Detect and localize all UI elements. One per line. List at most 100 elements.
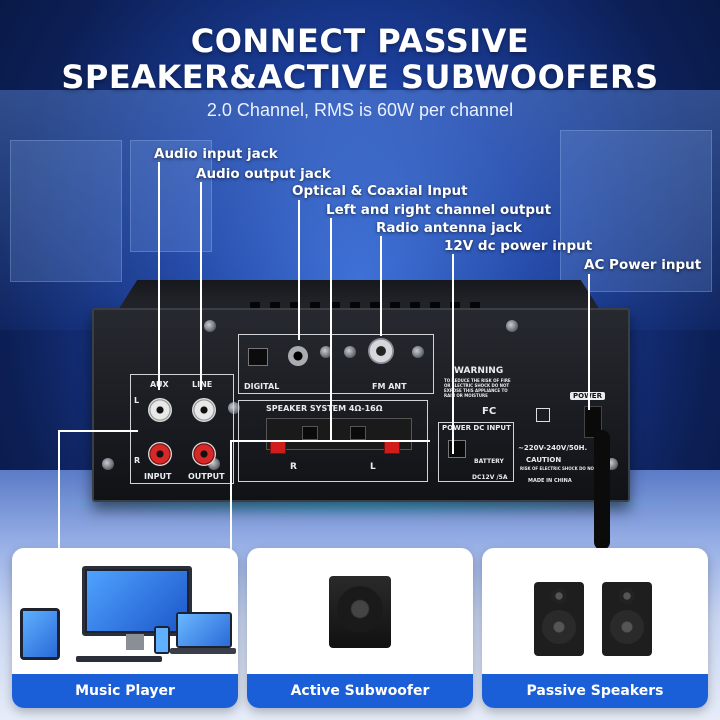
laptop-icon xyxy=(176,612,232,648)
callout-line xyxy=(158,162,160,390)
vent-slot xyxy=(270,302,280,308)
ac-rating-label: ~220V-240V/50H. xyxy=(518,444,588,452)
callout-line xyxy=(452,254,454,454)
line-label: LINE xyxy=(192,380,213,389)
screw-icon xyxy=(320,346,332,358)
warning-title: WARNING xyxy=(454,366,504,376)
vent-slot xyxy=(310,302,320,308)
window-pane xyxy=(130,140,212,252)
input-right-jack[interactable] xyxy=(148,442,172,466)
speaker-l-label: L xyxy=(370,462,376,472)
speaker-terminal-block xyxy=(266,418,412,450)
rca-panel xyxy=(130,374,234,484)
fm-ant-label: FM ANT xyxy=(372,382,407,391)
right-negative-terminal[interactable] xyxy=(302,426,318,440)
input-label: INPUT xyxy=(144,472,172,481)
made-in-label: MADE IN CHINA xyxy=(528,478,572,484)
card-label-music-player: Music Player xyxy=(12,674,238,708)
right-speaker-icon xyxy=(602,582,652,656)
dc-rating-label: DC12V /5A xyxy=(472,474,508,481)
digital-label: DIGITAL xyxy=(244,382,280,391)
callout-line xyxy=(588,274,590,410)
vent-slot xyxy=(330,302,340,308)
monitor-stand xyxy=(126,634,144,650)
callout-ac-power: AC Power input xyxy=(584,257,702,273)
power-dc-input-label: POWER DC INPUT xyxy=(442,424,511,432)
vent-slot xyxy=(350,302,360,308)
line-left-jack[interactable] xyxy=(192,398,216,422)
window-pane xyxy=(560,130,712,292)
fc-mark: FC xyxy=(482,406,497,417)
power-cable xyxy=(594,430,610,550)
vent-slot xyxy=(390,302,400,308)
speaker-system-label: SPEAKER SYSTEM 4Ω-16Ω xyxy=(266,404,383,413)
vent-slot xyxy=(290,302,300,308)
tablet-icon xyxy=(20,608,60,660)
card-label-active-subwoofer: Active Subwoofer xyxy=(247,674,473,708)
phone-icon xyxy=(154,626,170,654)
callout-dc-power: 12V dc power input xyxy=(444,238,593,254)
vent-slot xyxy=(370,302,380,308)
callout-lr-output: Left and right channel output xyxy=(326,202,552,218)
connector-line xyxy=(230,440,232,550)
callout-line xyxy=(380,236,382,336)
caution-text: RISK OF ELECTRIC SHOCK DO NOT OPEN xyxy=(520,466,611,471)
left-speaker-icon xyxy=(534,582,584,656)
callout-line xyxy=(330,218,332,440)
amplifier-rear-panel: AUX LINE L R INPUT OUTPUT DIGITAL FM ANT… xyxy=(92,308,630,502)
coaxial-input-port[interactable] xyxy=(288,346,308,366)
laptop-base xyxy=(170,648,236,654)
screw-icon xyxy=(344,346,356,358)
vent-slot xyxy=(430,302,440,308)
speaker-r-label: R xyxy=(290,462,297,472)
screw-icon xyxy=(412,346,424,358)
screw-icon xyxy=(506,320,518,332)
battery-label: BATTERY xyxy=(474,458,504,465)
right-positive-terminal[interactable] xyxy=(270,440,286,454)
card-active-subwoofer[interactable]: Active Subwoofer xyxy=(247,548,473,708)
left-negative-terminal[interactable] xyxy=(350,426,366,440)
left-positive-terminal[interactable] xyxy=(384,440,400,454)
connector-line xyxy=(58,430,60,570)
callout-audio-input: Audio input jack xyxy=(154,146,278,162)
screw-icon xyxy=(204,320,216,332)
keyboard-icon xyxy=(76,656,162,662)
callout-line xyxy=(200,182,202,390)
callout-radio-antenna: Radio antenna jack xyxy=(376,220,522,236)
headline-line-1: CONNECT PASSIVE xyxy=(190,22,530,60)
warning-text: TO REDUCE THE RISK OF FIRE OR ELECTRIC S… xyxy=(444,378,511,398)
callout-line xyxy=(298,200,300,340)
screw-icon xyxy=(228,402,240,414)
card-label-passive-speakers: Passive Speakers xyxy=(482,674,708,708)
connector-line xyxy=(58,430,138,432)
digital-input-panel xyxy=(238,334,434,394)
fm-antenna-jack[interactable] xyxy=(368,338,394,364)
vent-slot xyxy=(450,302,460,308)
vent-slot xyxy=(410,302,420,308)
callout-optical-coaxial: Optical & Coaxial Input xyxy=(292,183,468,199)
optical-input-port[interactable] xyxy=(248,348,268,366)
caution-title: CAUTION xyxy=(526,456,562,464)
left-channel-label: L xyxy=(134,396,140,405)
headline-line-2: SPEAKER&ACTIVE SUBWOOFERS xyxy=(61,58,659,96)
output-label: OUTPUT xyxy=(188,472,225,481)
right-channel-label: R xyxy=(134,456,141,465)
monitor-icon xyxy=(82,566,192,636)
screw-icon xyxy=(102,458,114,470)
card-passive-speakers[interactable]: Passive Speakers xyxy=(482,548,708,708)
window-pane xyxy=(10,140,122,282)
vent-slot xyxy=(470,302,480,308)
subtitle: 2.0 Channel, RMS is 60W per channel xyxy=(206,100,514,120)
output-right-jack[interactable] xyxy=(192,442,216,466)
double-insulation-icon xyxy=(536,408,550,422)
aux-left-jack[interactable] xyxy=(148,398,172,422)
dc-input-panel xyxy=(438,422,514,482)
power-label: POWER xyxy=(570,392,605,400)
card-music-player[interactable]: Music Player xyxy=(12,548,238,708)
vent-slot xyxy=(250,302,260,308)
connector-line xyxy=(230,440,430,442)
dc-power-jack[interactable] xyxy=(448,440,466,458)
callout-audio-output: Audio output jack xyxy=(196,166,331,182)
subwoofer-icon xyxy=(329,576,391,648)
